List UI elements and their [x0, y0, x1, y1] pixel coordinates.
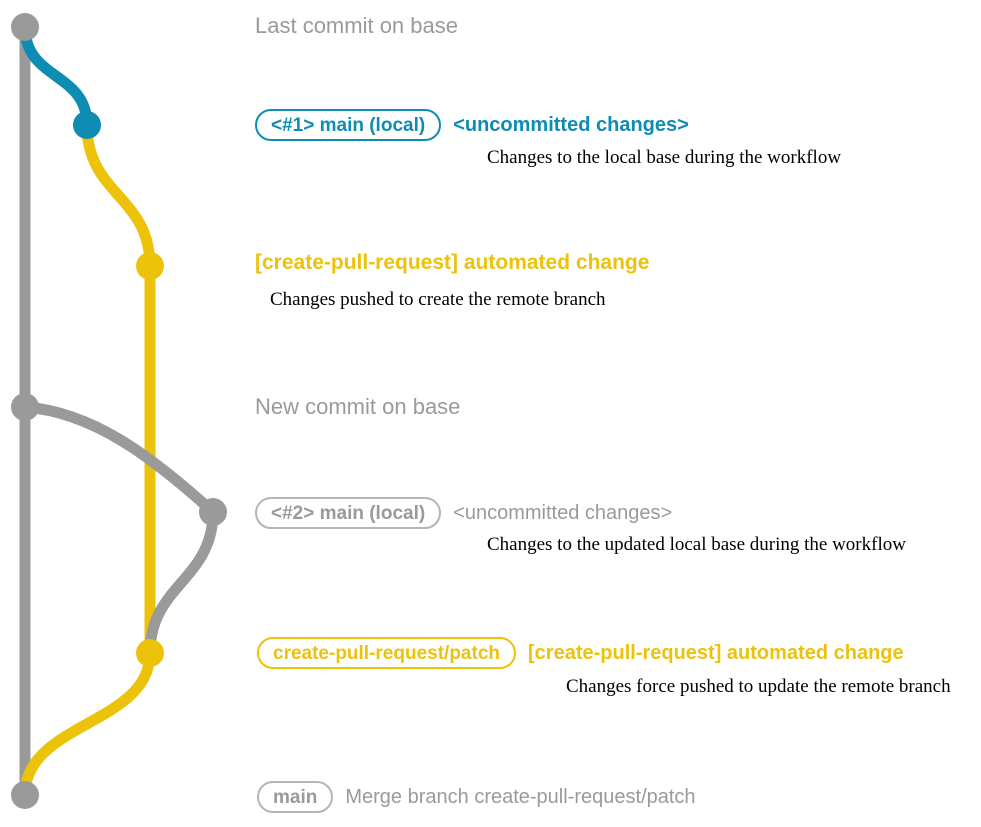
commit-row-local-uncommitted-2: <#2> main (local) <uncommitted changes> — [255, 497, 672, 529]
edge-patch2-to-merge — [19, 647, 156, 801]
commit-node-local-2[interactable] — [199, 498, 227, 526]
commit-label-new-commit-on-base: New commit on base — [255, 394, 461, 419]
commit-node-local-1[interactable] — [73, 111, 101, 139]
commit-node-base-head[interactable] — [11, 13, 39, 41]
commit-node-patch-2[interactable] — [136, 639, 164, 667]
commit-row-automated-change-update: create-pull-request/patch [create-pull-r… — [257, 637, 904, 669]
branch-chip-main[interactable]: main — [257, 781, 334, 813]
commit-note-automated-update: Changes force pushed to update the remot… — [566, 676, 951, 697]
commit-subject-automated-change-update: [create-pull-request] automated change — [528, 642, 904, 664]
commit-note-automated-create: Changes pushed to create the remote bran… — [270, 289, 606, 310]
commit-row-merge: main Merge branch create-pull-request/pa… — [257, 781, 696, 813]
commit-row-automated-change-create: [create-pull-request] automated change — [255, 252, 649, 273]
commit-node-patch-1[interactable] — [136, 252, 164, 280]
branch-chip-main-local-2[interactable]: <#2> main (local) — [255, 497, 442, 529]
commit-subject-automated-change-create: [create-pull-request] automated change — [255, 251, 650, 274]
edge-basenew-to-local2 — [19, 401, 219, 518]
branch-chip-main-local-1[interactable]: <#1> main (local) — [255, 109, 442, 141]
commit-subject-uncommitted-1: <uncommitted changes> — [453, 114, 689, 136]
commit-row-local-uncommitted-1: <#1> main (local) <uncommitted changes> — [255, 109, 689, 141]
commit-node-base-new[interactable] — [11, 393, 39, 421]
commit-subject-merge: Merge branch create-pull-request/patch — [345, 786, 696, 808]
commit-note-local-1: Changes to the local base during the wor… — [487, 147, 842, 168]
commit-subject-uncommitted-2: <uncommitted changes> — [453, 502, 673, 524]
edge-base-to-local1 — [19, 21, 93, 131]
commit-label-last-commit-on-base: Last commit on base — [255, 13, 458, 38]
edge-local1-to-patch1 — [81, 119, 156, 272]
edge-local2-to-patch2 — [144, 506, 219, 659]
commit-note-local-2: Changes to the updated local base during… — [487, 534, 906, 555]
commit-node-base-merge[interactable] — [11, 781, 39, 809]
branch-chip-create-pull-request-patch[interactable]: create-pull-request/patch — [257, 637, 516, 669]
